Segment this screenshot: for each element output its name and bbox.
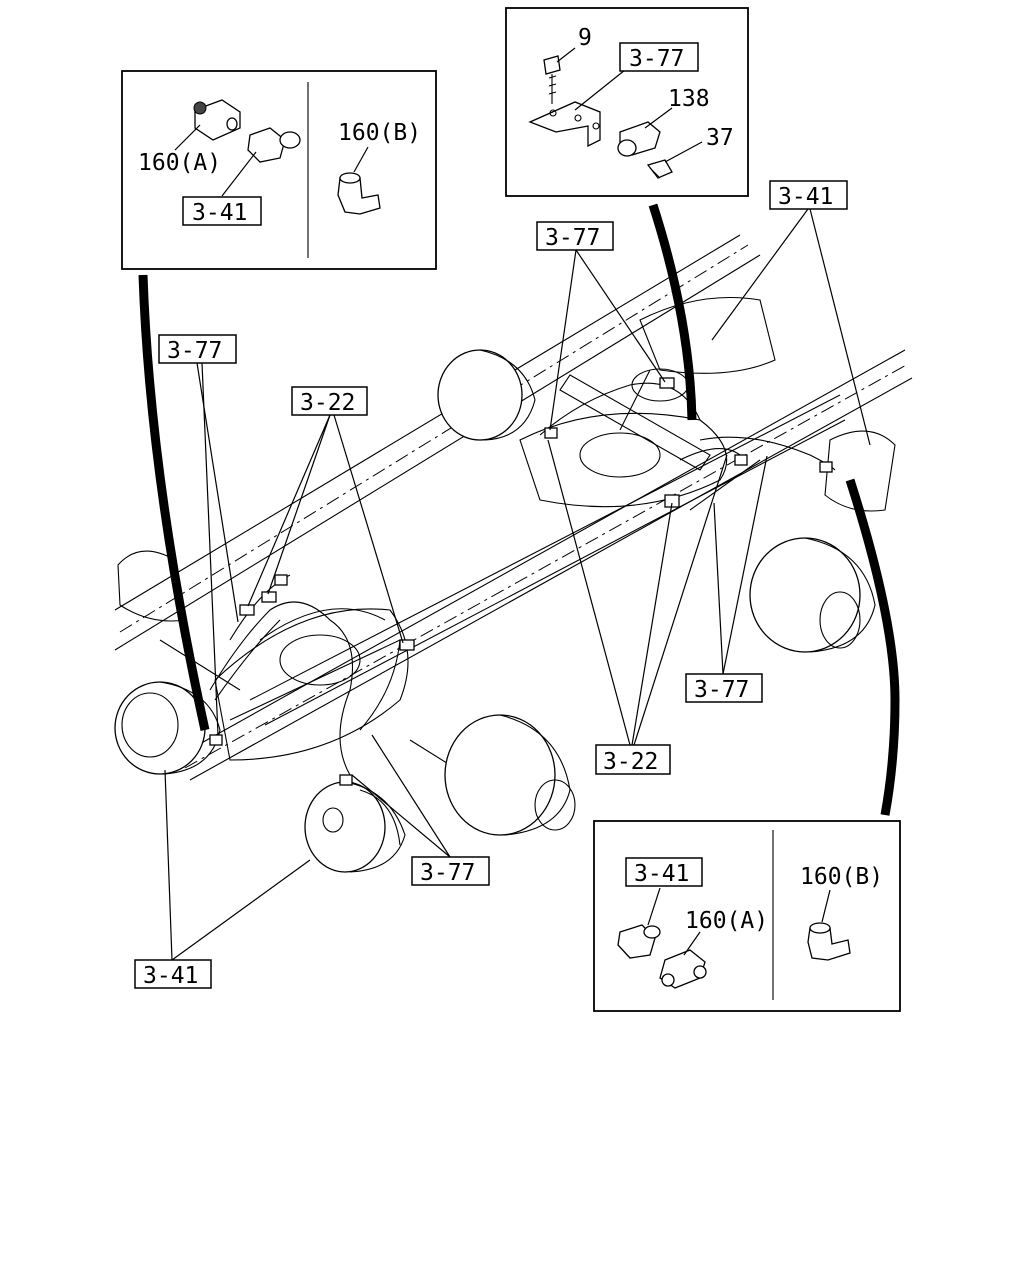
- callout-3-77-upper-left: 3-77: [158, 334, 237, 364]
- callout-3-41-top-left: 3-41: [182, 196, 262, 226]
- svg-text:3-22: 3-22: [603, 749, 658, 775]
- air-piping: [209, 368, 836, 776]
- tee-fitting-icon: [193, 99, 241, 141]
- connector-fitting-icon: [617, 924, 661, 959]
- detail-link-curve-left: [138, 274, 210, 731]
- elbow-fitting-icon: [337, 172, 381, 215]
- svg-text:3-22: 3-22: [300, 390, 355, 416]
- rear-axle-front: [214, 608, 409, 761]
- label-160a-top-left: 160(A): [138, 150, 221, 176]
- bolt-icon: [543, 55, 561, 104]
- leaders-3-22-upper: [247, 414, 404, 644]
- callout-3-22-upper: 3-22: [291, 386, 368, 416]
- elbow-fitting-icon: [807, 922, 851, 961]
- svg-text:3-77: 3-77: [167, 338, 222, 364]
- leaders-3-22-lower: [547, 439, 728, 746]
- callout-3-41-lower-left: 3-41: [134, 959, 212, 989]
- svg-text:3-41: 3-41: [778, 184, 833, 210]
- leaders-3-41-upper-right: [711, 208, 871, 446]
- connector-fitting-icon: [247, 127, 301, 163]
- leaders-3-77-upper-left: [196, 362, 239, 736]
- detail-link-curve-top: [648, 203, 697, 421]
- svg-text:3-41: 3-41: [634, 861, 689, 887]
- wheel-hub-upper-right: [749, 430, 896, 653]
- wheel-hub-upper-left: [437, 349, 536, 441]
- bracket-icon: [528, 101, 601, 148]
- wheel-hub-right-lower: [444, 714, 576, 836]
- svg-text:3-77: 3-77: [694, 677, 749, 703]
- detail-link-curve-right: [845, 478, 900, 816]
- callout-3-22-lower: 3-22: [595, 744, 671, 775]
- callout-3-77-right: 3-77: [685, 673, 763, 703]
- callout-3-77-top-mid: 3-77: [536, 221, 614, 251]
- svg-text:3-77: 3-77: [545, 225, 600, 251]
- svg-text:3-77: 3-77: [420, 860, 475, 886]
- svg-text:3-41: 3-41: [143, 963, 198, 989]
- callout-3-41-upper-right: 3-41: [769, 180, 848, 210]
- tee-fitting-icon: [659, 949, 707, 989]
- screw-icon: [646, 159, 673, 179]
- callout-3-77-lower: 3-77: [411, 856, 490, 886]
- label-160b-top-left: 160(B): [338, 120, 421, 146]
- wheel-hub-left: [114, 681, 221, 775]
- hose-clip-icon: [617, 121, 661, 157]
- leaders-3-77-lower: [351, 734, 451, 858]
- callout-3-41-bottom-right: 3-41: [625, 857, 703, 887]
- label-part-138: 138: [668, 86, 710, 112]
- clamp-fittings: [209, 377, 833, 786]
- svg-text:3-41: 3-41: [192, 200, 247, 226]
- label-part-37: 37: [706, 125, 734, 151]
- svg-text:3-77: 3-77: [629, 46, 684, 72]
- leaders-3-41-lower-left: [164, 769, 311, 961]
- callout-3-77-top-center: 3-77: [619, 42, 699, 72]
- detail-box-top-center: [505, 7, 749, 197]
- label-160b-bottom-right: 160(B): [800, 864, 883, 890]
- leaders-3-77-top-center: [549, 249, 666, 431]
- label-160a-bottom-right: 160(A): [685, 908, 768, 934]
- label-part-9: 9: [578, 25, 592, 51]
- leaders-3-77-right: [713, 455, 768, 675]
- chassis-frame: [114, 234, 913, 791]
- detail-box-top-left: [121, 70, 437, 270]
- wheel-hub-lower-center: [304, 781, 406, 873]
- detail-box-bottom-right: [593, 820, 901, 1012]
